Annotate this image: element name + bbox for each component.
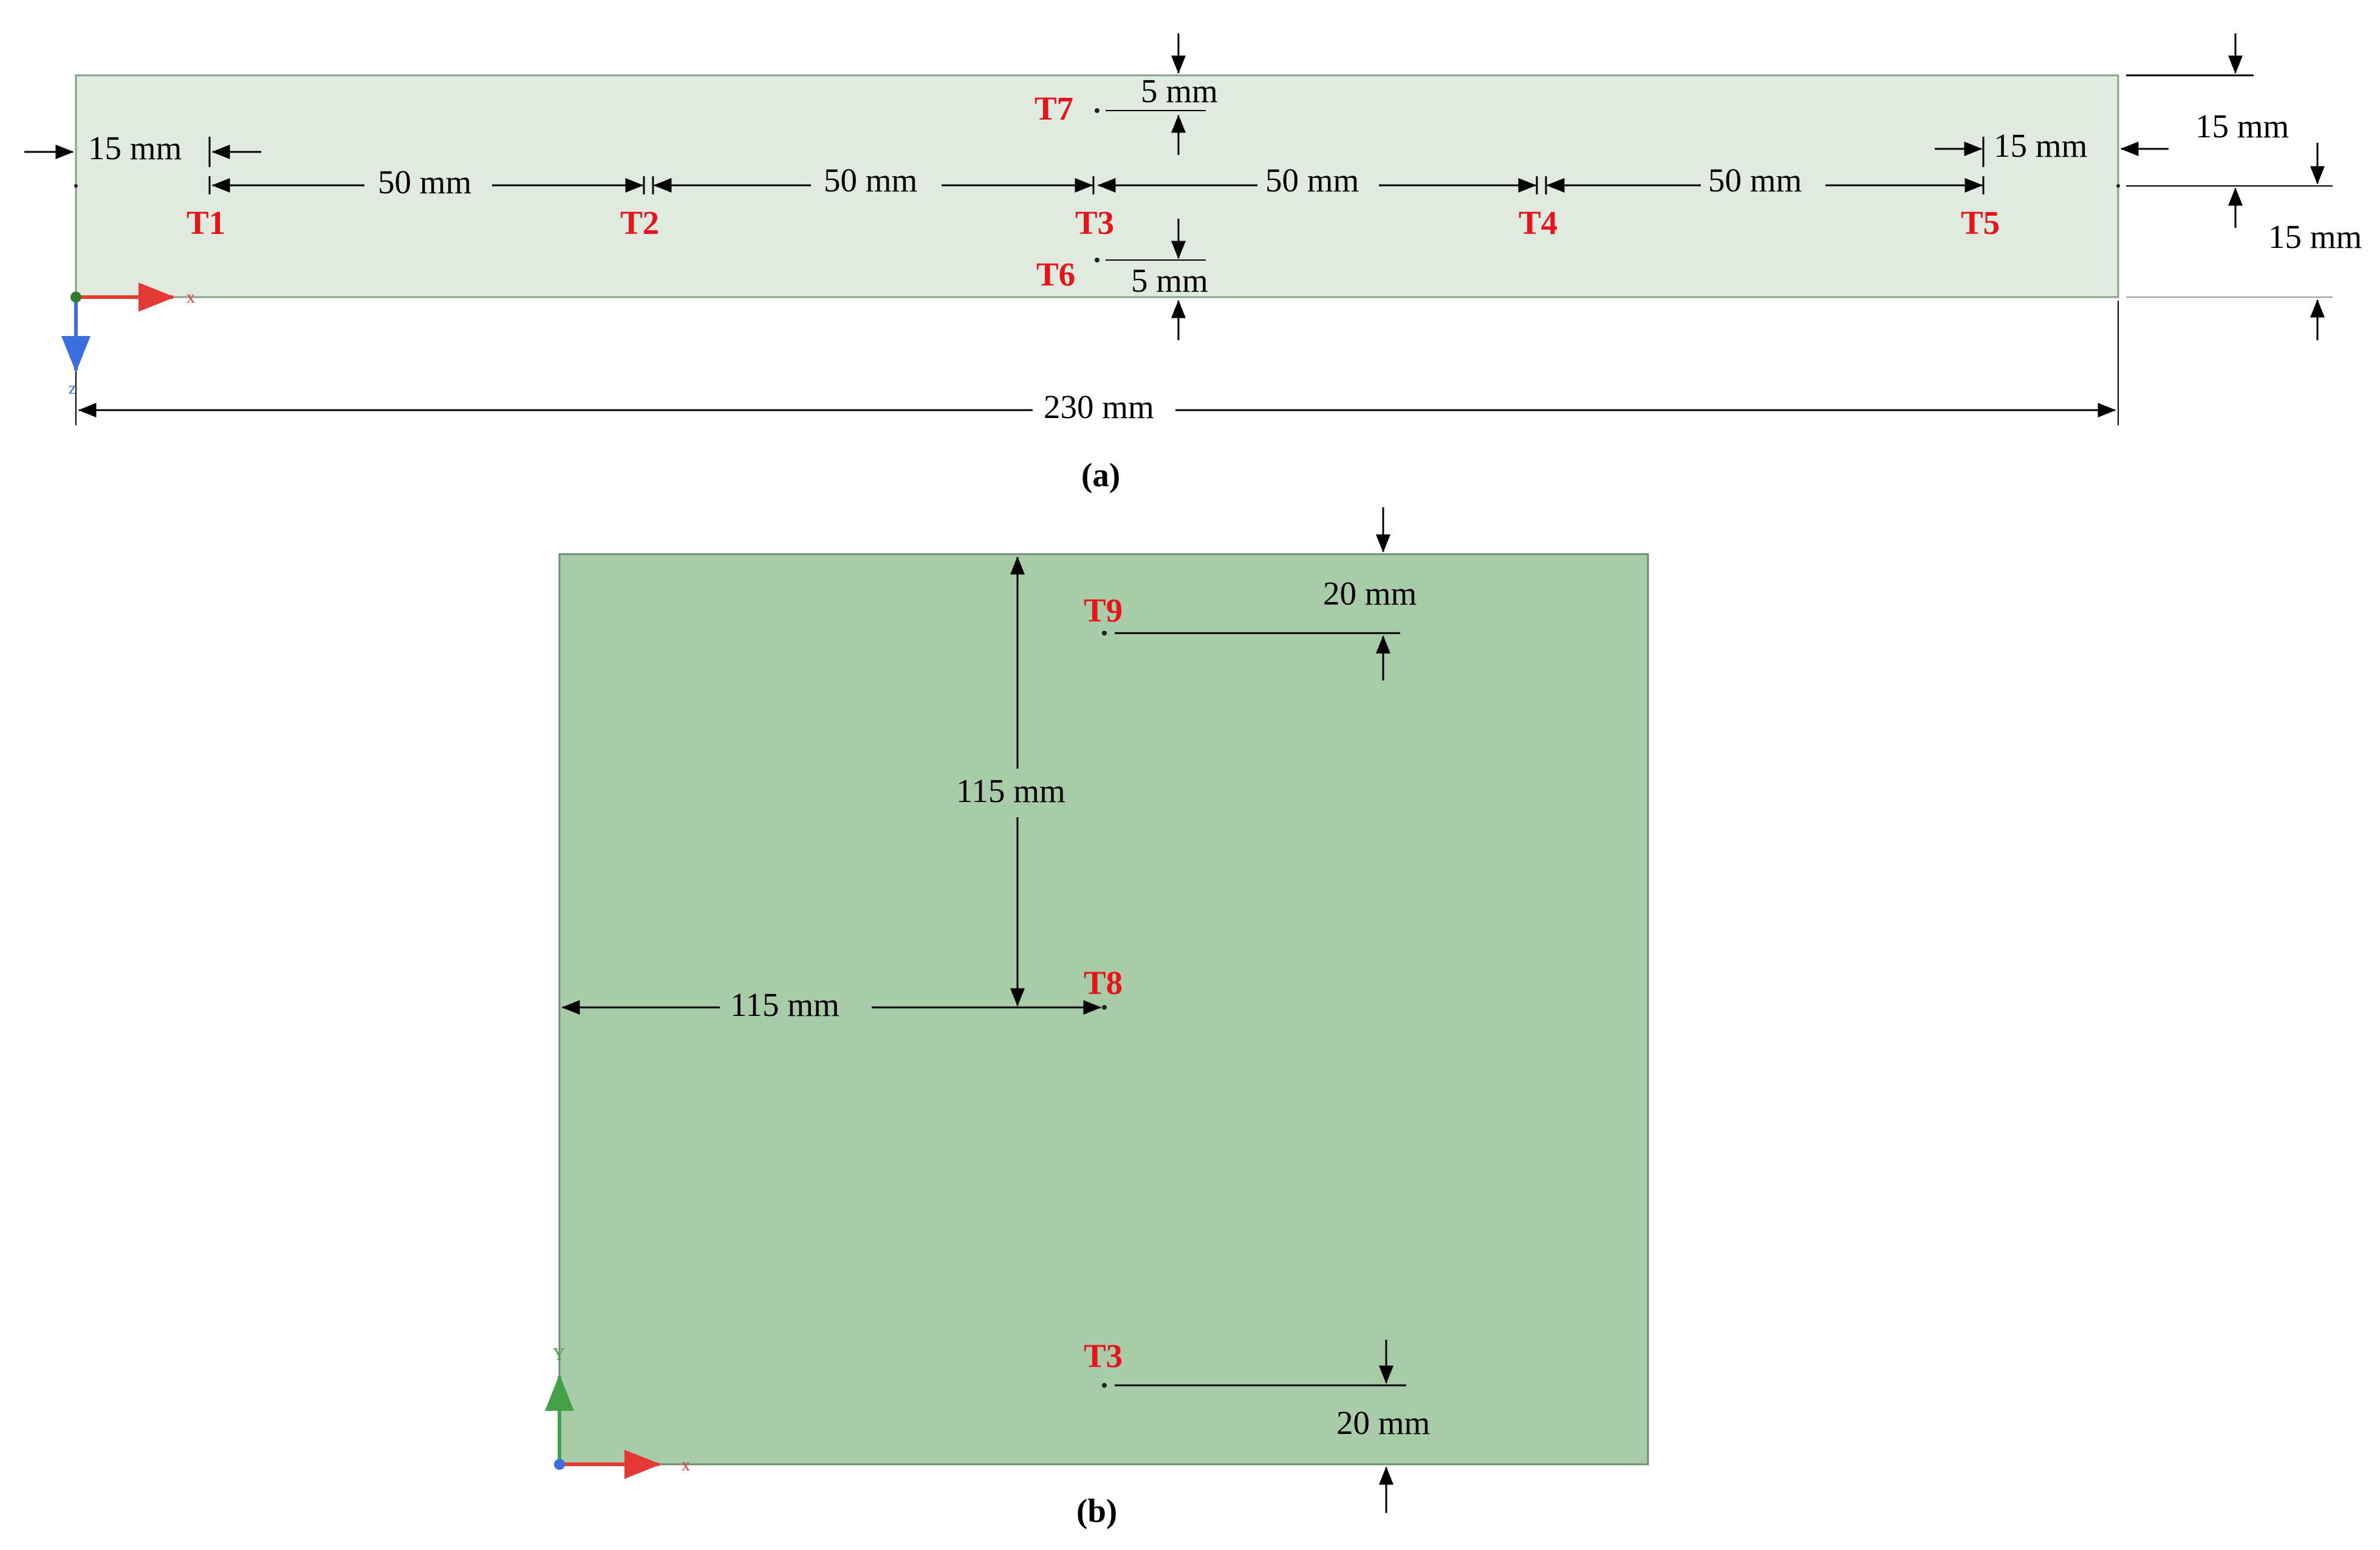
label-t7: T7 — [1034, 90, 1073, 127]
point-markers-b — [1102, 631, 1107, 1388]
dimension-lines-vertical-a — [75, 33, 2333, 425]
dim-spacing-4: 50 mm — [1708, 162, 1802, 199]
dim-thickness-top: 15 mm — [2195, 108, 2289, 145]
origin-dot — [70, 292, 81, 303]
point-markers — [74, 108, 2120, 262]
dim-total-length: 230 mm — [1044, 388, 1154, 425]
label-t5: T5 — [1961, 204, 2000, 241]
figure-a: 15 mm 50 mm 50 mm 50 mm 50 mm 15 mm 5 mm… — [24, 33, 2362, 493]
label-t9: T9 — [1084, 592, 1123, 629]
axis-triad-xy: x Y — [545, 1345, 690, 1479]
dim-t7-top: 5 mm — [1141, 72, 1218, 109]
label-t1: T1 — [186, 204, 225, 241]
dim-t9-top: 20 mm — [1323, 575, 1417, 612]
dim-spacing-1: 50 mm — [378, 163, 471, 201]
label-t2: T2 — [620, 204, 659, 241]
dim-thickness-bottom: 15 mm — [2268, 218, 2362, 255]
origin-dot-b — [554, 1459, 565, 1470]
dim-vertical-center: 115 mm — [956, 772, 1065, 809]
figure-b: 20 mm 115 mm 115 mm 20 mm T9 T8 T3 x Y (… — [545, 507, 1649, 1529]
axis-x-label: x — [186, 288, 195, 307]
caption-b: (b) — [1076, 1492, 1117, 1529]
caption-a: (a) — [1081, 456, 1120, 493]
dimension-lines-b — [561, 507, 1406, 1513]
axis-z-label: z — [69, 379, 76, 398]
dimension-lines-horizontal — [24, 137, 2169, 194]
dim-t3-bottom: 20 mm — [1336, 1404, 1430, 1441]
dim-t6-bottom: 5 mm — [1131, 262, 1208, 299]
dim-spacing-2: 50 mm — [824, 162, 917, 199]
axis-x-label-b: x — [682, 1456, 690, 1475]
dim-spacing-3: 50 mm — [1265, 162, 1359, 199]
label-t4: T4 — [1519, 204, 1558, 241]
label-t8: T8 — [1084, 964, 1123, 1001]
axis-y-label-b: Y — [553, 1345, 565, 1364]
axis-triad-xz: x z — [61, 283, 195, 398]
dim-right-edge: 15 mm — [1994, 127, 2087, 164]
dim-left-edge: 15 mm — [88, 129, 182, 166]
label-t3-b: T3 — [1084, 1337, 1123, 1374]
dim-horizontal-center: 115 mm — [730, 986, 839, 1023]
label-t3: T3 — [1075, 204, 1114, 241]
label-t6: T6 — [1036, 256, 1075, 293]
